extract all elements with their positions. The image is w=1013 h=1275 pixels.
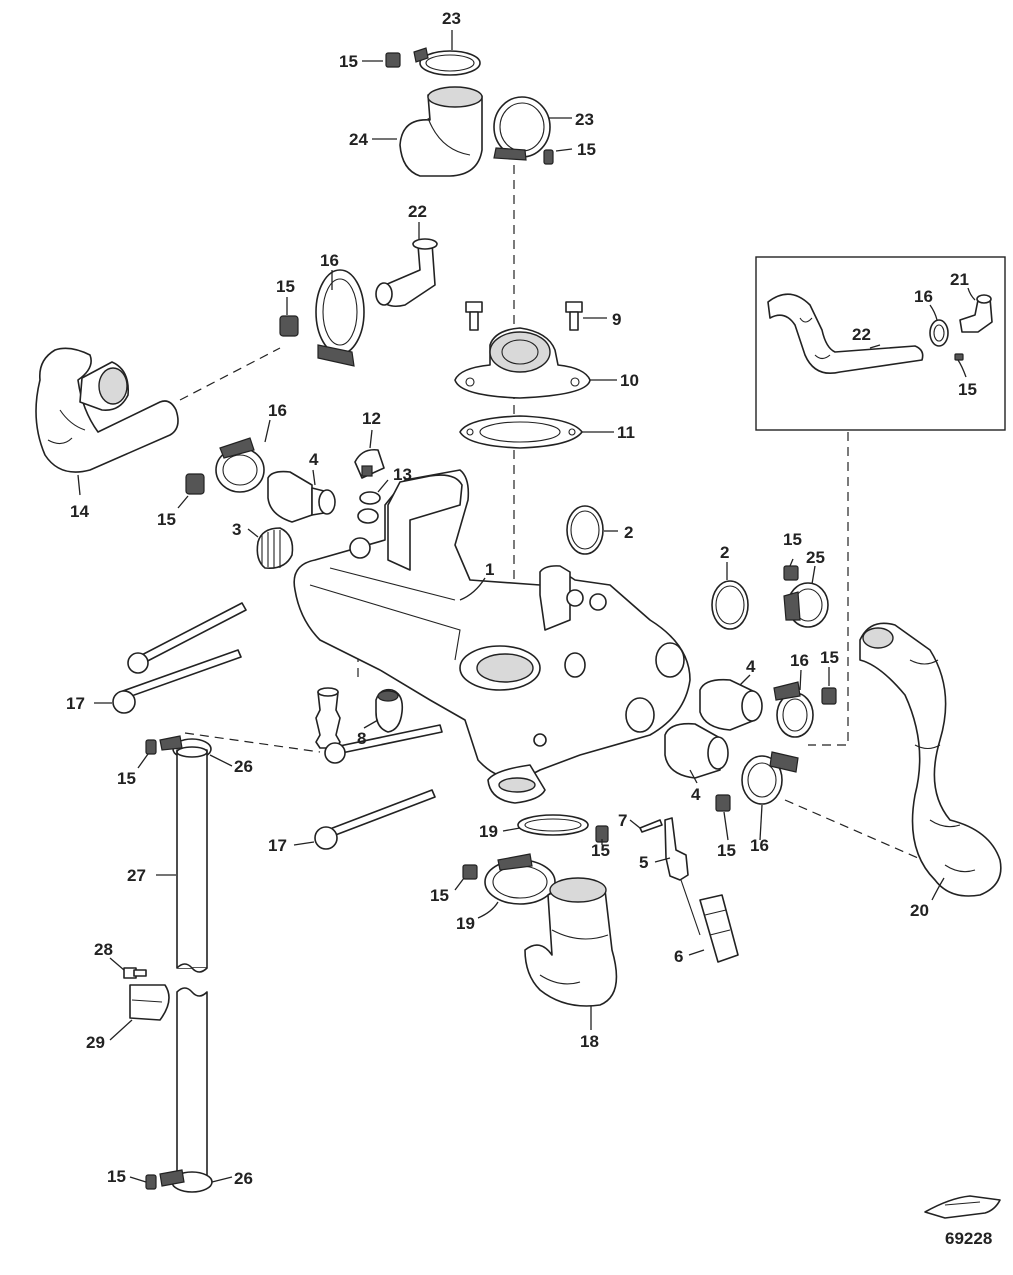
thermostat-housing (454, 301, 591, 449)
callout-21: 21 (950, 270, 969, 289)
callout-17: 17 (66, 694, 85, 713)
callout-10: 10 (620, 371, 639, 390)
fittings-upper (185, 437, 749, 630)
callout-28: 28 (94, 940, 113, 959)
callout-5: 5 (639, 853, 648, 872)
callout-17: 17 (268, 836, 287, 855)
inset-box (755, 256, 1006, 431)
callout-15: 15 (591, 841, 610, 860)
callout-13: 13 (393, 465, 412, 484)
boat-icon (924, 1195, 1001, 1219)
callout-4: 4 (309, 450, 319, 469)
callout-16: 16 (320, 251, 339, 270)
callout-16: 16 (268, 401, 287, 420)
callout-12: 12 (362, 409, 381, 428)
manifold-1 (293, 469, 691, 804)
callout-16: 16 (790, 651, 809, 670)
callout-9: 9 (612, 310, 621, 329)
elbow-22-group (279, 238, 438, 367)
callout-15: 15 (339, 52, 358, 71)
callout-20: 20 (910, 901, 929, 920)
callout-19: 19 (456, 914, 475, 933)
callout-4: 4 (691, 785, 701, 804)
callout-23: 23 (442, 9, 461, 28)
callout-22: 22 (408, 202, 427, 221)
callout-16: 16 (750, 836, 769, 855)
callout-15: 15 (717, 841, 736, 860)
callout-7: 7 (618, 811, 627, 830)
callout-6: 6 (674, 947, 683, 966)
callout-3: 3 (232, 520, 241, 539)
callout-26: 26 (234, 757, 253, 776)
callout-2: 2 (624, 523, 633, 542)
callout-22: 22 (852, 325, 871, 344)
callout-15: 15 (157, 510, 176, 529)
reference-number: 69228 (945, 1229, 992, 1248)
callout-15: 15 (107, 1167, 126, 1186)
callout-8: 8 (357, 729, 366, 748)
fittings-right (664, 565, 837, 812)
callout-14: 14 (70, 502, 89, 521)
callout-2: 2 (720, 543, 729, 562)
lower-center (315, 687, 739, 1007)
callout-4: 4 (746, 657, 756, 676)
callout-26: 26 (234, 1169, 253, 1188)
callout-labels: 23 15 24 23 15 22 16 15 9 10 11 21 16 22… (66, 9, 992, 1248)
callout-27: 27 (127, 866, 146, 885)
callout-23: 23 (575, 110, 594, 129)
callout-15: 15 (958, 380, 977, 399)
callout-15: 15 (430, 886, 449, 905)
callout-16: 16 (914, 287, 933, 306)
callout-15: 15 (117, 769, 136, 788)
bolts-17 (112, 602, 443, 850)
hose-14 (35, 347, 179, 473)
top-elbow-cluster (385, 47, 554, 177)
callout-15: 15 (783, 530, 802, 549)
callout-19: 19 (479, 822, 498, 841)
callout-18: 18 (580, 1032, 599, 1051)
callout-25: 25 (806, 548, 825, 567)
callout-29: 29 (86, 1033, 105, 1052)
callout-15: 15 (577, 140, 596, 159)
callout-15: 15 (276, 277, 295, 296)
callout-11: 11 (617, 423, 635, 442)
hose-27-group (123, 735, 213, 1193)
callout-1: 1 (485, 560, 494, 579)
hose-20 (859, 622, 1002, 897)
callout-24: 24 (349, 130, 368, 149)
callout-15: 15 (820, 648, 839, 667)
leader-lines (77, 30, 976, 1183)
